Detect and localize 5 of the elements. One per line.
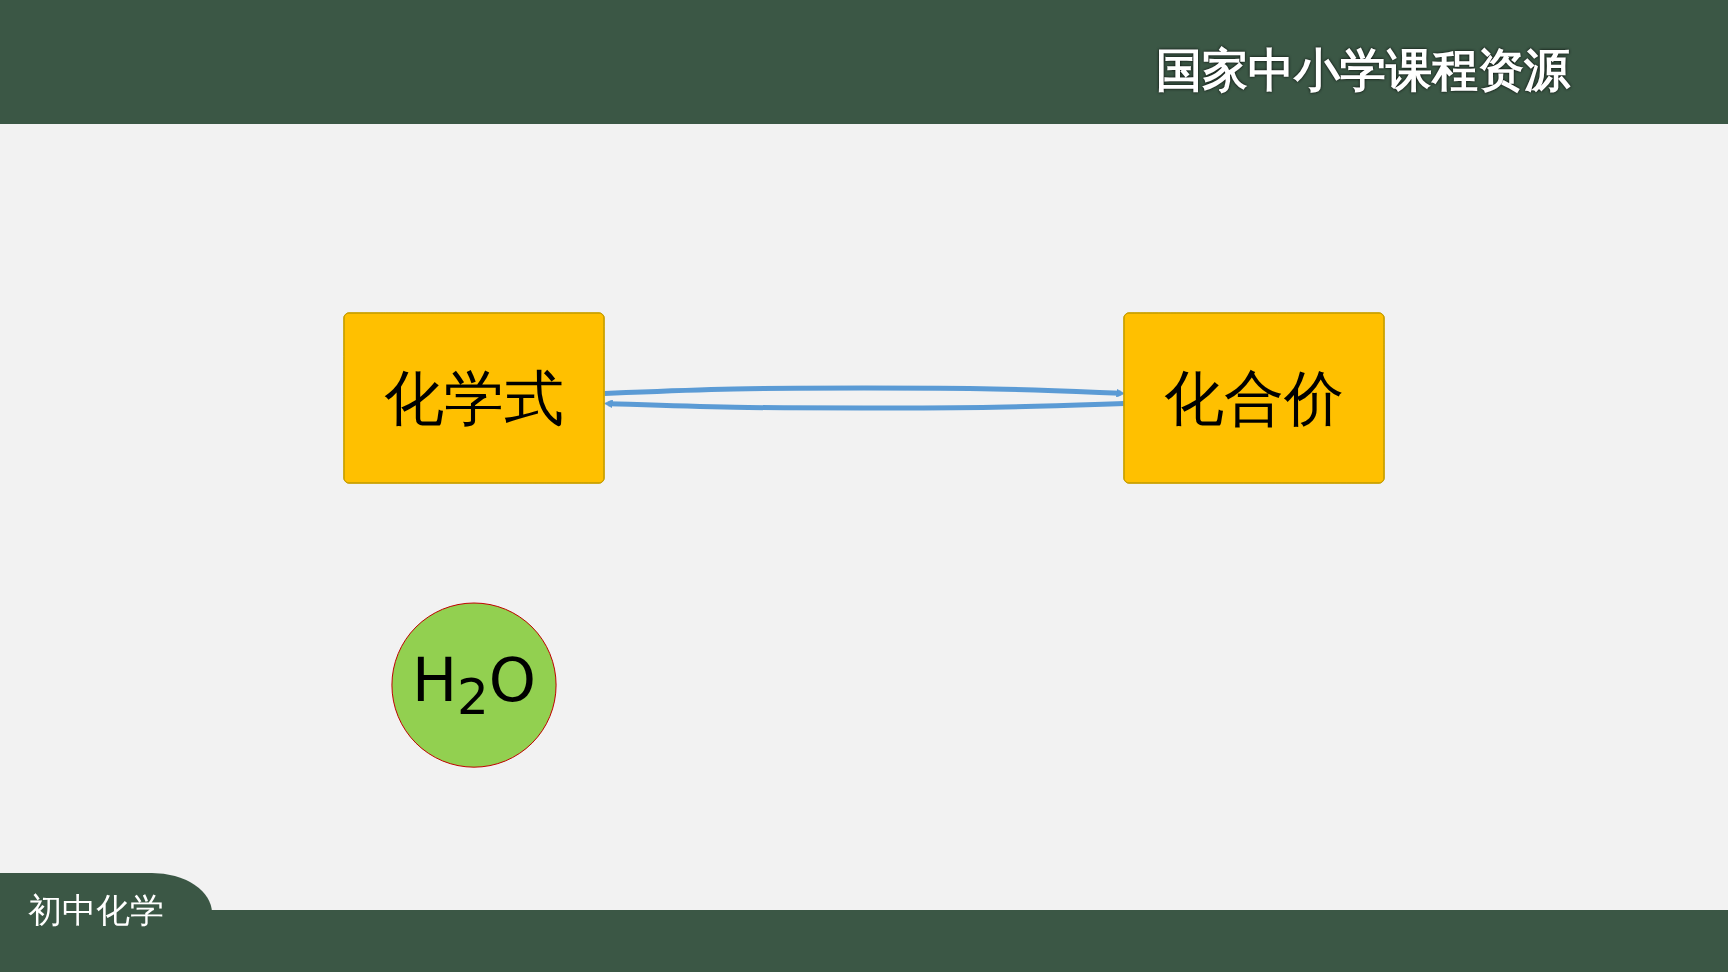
arrow xyxy=(604,399,1125,411)
arrow xyxy=(604,385,1125,398)
subject-label: 初中化学 xyxy=(28,889,164,932)
header-title: 国家中小学课程资源 xyxy=(1156,42,1570,99)
node-circle: H$_{2}$O xyxy=(391,602,557,768)
